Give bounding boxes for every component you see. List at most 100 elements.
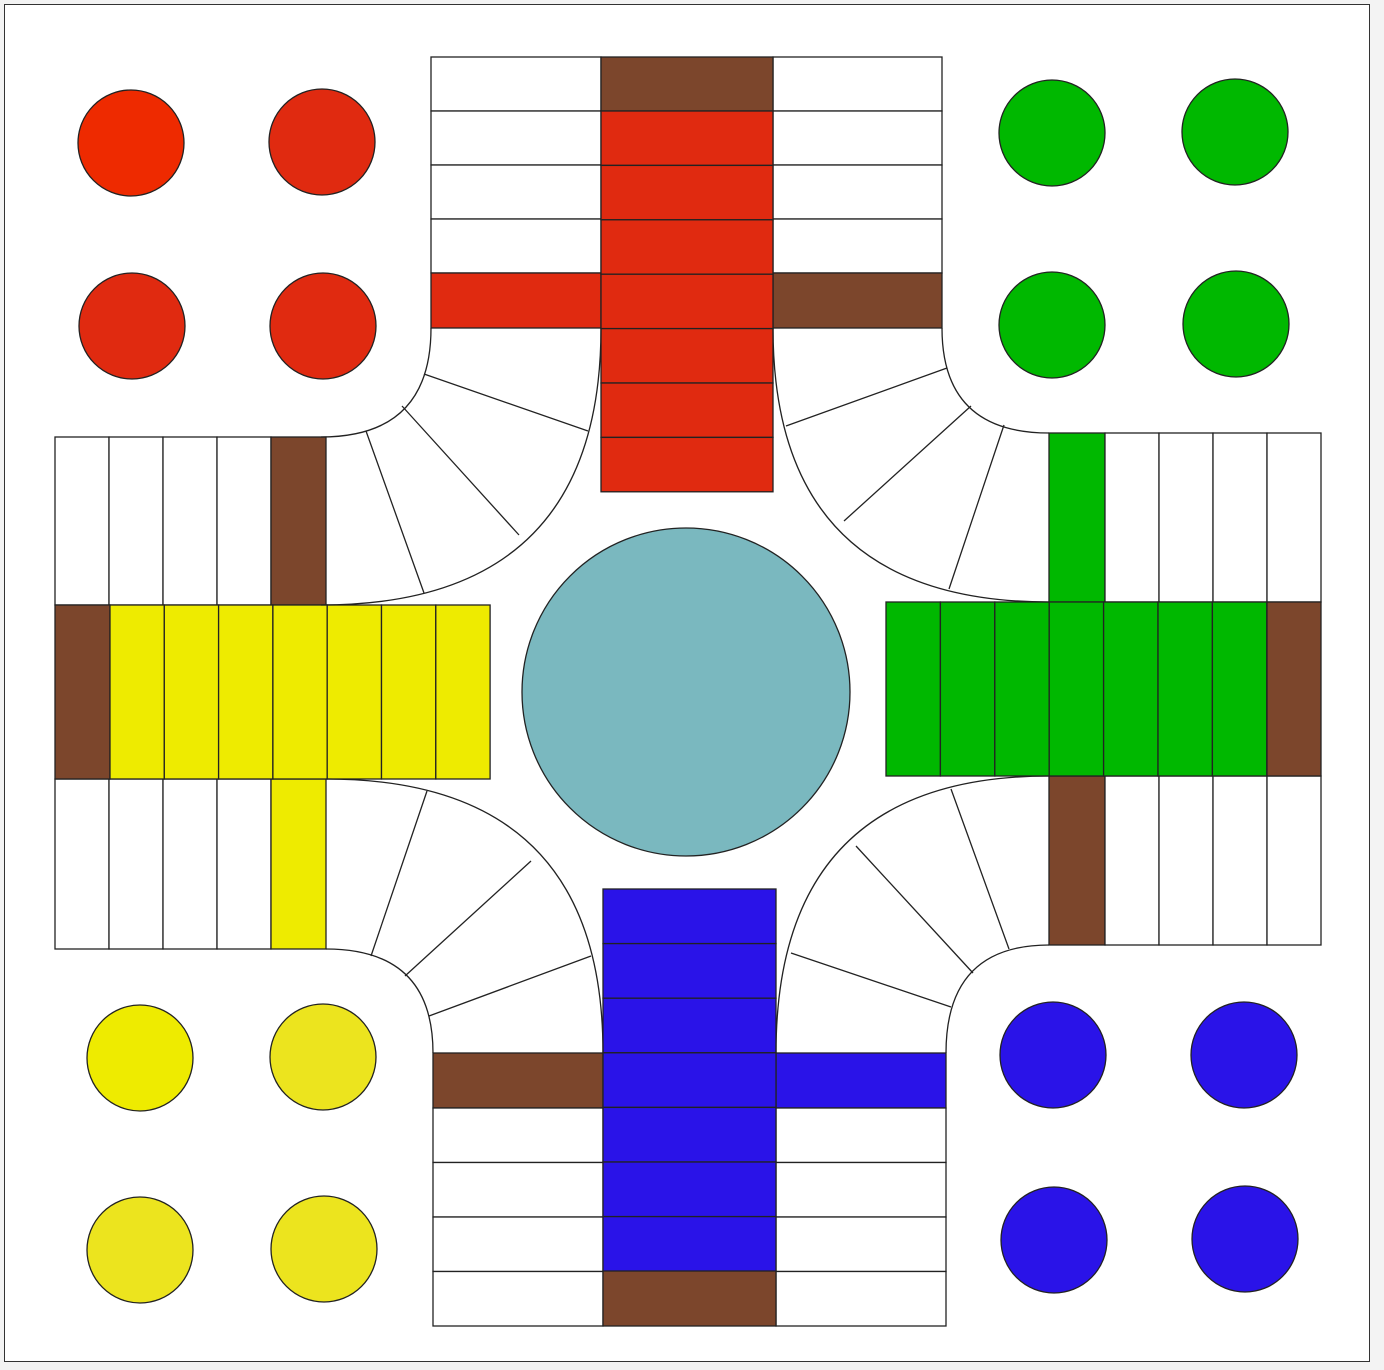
track-cell[interactable] bbox=[773, 57, 942, 111]
yellow-piece[interactable] bbox=[87, 1005, 193, 1111]
blue-home-run-cell[interactable] bbox=[603, 1107, 776, 1162]
corner-cell-divider bbox=[402, 406, 519, 535]
track-cell[interactable] bbox=[433, 1272, 603, 1327]
safe-cell[interactable] bbox=[773, 273, 942, 328]
blue-home-run-cell[interactable] bbox=[603, 889, 776, 944]
corner-outer-curve bbox=[773, 328, 1049, 602]
red-piece[interactable] bbox=[269, 89, 375, 195]
red-start-cell[interactable] bbox=[431, 273, 601, 328]
red-home-run-cell[interactable] bbox=[601, 220, 773, 274]
yellow-home-run-cell[interactable] bbox=[164, 605, 218, 779]
red-piece[interactable] bbox=[270, 273, 376, 379]
track-cell[interactable] bbox=[217, 437, 271, 605]
track-cell[interactable] bbox=[163, 779, 217, 949]
red-piece[interactable] bbox=[79, 273, 185, 379]
green-home-run-cell[interactable] bbox=[995, 602, 1049, 776]
red-home-run-cell[interactable] bbox=[601, 111, 773, 165]
green-start-cell[interactable] bbox=[1049, 433, 1105, 602]
safe-cell[interactable] bbox=[55, 605, 110, 779]
blue-home-run-cell[interactable] bbox=[603, 1217, 776, 1272]
corner-cell-divider bbox=[791, 953, 951, 1007]
track-cell[interactable] bbox=[433, 1163, 603, 1218]
yellow-piece[interactable] bbox=[87, 1197, 193, 1303]
green-piece[interactable] bbox=[1183, 271, 1289, 377]
track-cell[interactable] bbox=[431, 219, 601, 273]
safe-cell[interactable] bbox=[433, 1053, 603, 1108]
track-cell[interactable] bbox=[431, 165, 601, 219]
yellow-home-run-cell[interactable] bbox=[273, 605, 327, 779]
yellow-piece[interactable] bbox=[271, 1196, 377, 1302]
track-cell[interactable] bbox=[773, 111, 942, 165]
track-cell[interactable] bbox=[773, 219, 942, 273]
corner-cell-divider bbox=[949, 425, 1004, 589]
corner-cell-divider bbox=[844, 406, 971, 521]
game-board bbox=[4, 4, 1370, 1362]
green-home-run-cell[interactable] bbox=[1158, 602, 1212, 776]
track-cell[interactable] bbox=[776, 1108, 946, 1163]
green-piece[interactable] bbox=[1182, 79, 1288, 185]
blue-piece[interactable] bbox=[1000, 1002, 1106, 1108]
corner-cell-divider bbox=[371, 791, 427, 956]
track-cell[interactable] bbox=[1267, 433, 1321, 602]
center-goal[interactable] bbox=[522, 528, 850, 856]
blue-piece[interactable] bbox=[1191, 1002, 1297, 1108]
track-cell[interactable] bbox=[1105, 433, 1159, 602]
safe-cell[interactable] bbox=[1049, 776, 1105, 945]
yellow-home-run-cell[interactable] bbox=[219, 605, 273, 779]
red-home-run-cell[interactable] bbox=[601, 274, 773, 328]
yellow-home-run-cell[interactable] bbox=[327, 605, 381, 779]
blue-home-run-cell[interactable] bbox=[603, 998, 776, 1053]
track-cell[interactable] bbox=[1159, 776, 1213, 945]
green-home-run-cell[interactable] bbox=[1049, 602, 1103, 776]
green-home-run-cell[interactable] bbox=[1104, 602, 1158, 776]
green-home-run-cell[interactable] bbox=[940, 602, 994, 776]
track-cell[interactable] bbox=[776, 1163, 946, 1218]
red-home-run-cell[interactable] bbox=[601, 329, 773, 383]
track-cell[interactable] bbox=[1213, 776, 1267, 945]
track-cell[interactable] bbox=[55, 779, 109, 949]
corner-cell-divider bbox=[429, 956, 591, 1016]
safe-cell[interactable] bbox=[603, 1271, 776, 1326]
green-home-run-cell[interactable] bbox=[886, 602, 940, 776]
yellow-start-cell[interactable] bbox=[271, 779, 326, 949]
track-cell[interactable] bbox=[1213, 433, 1267, 602]
yellow-home-run-cell[interactable] bbox=[110, 605, 164, 779]
safe-cell[interactable] bbox=[601, 57, 773, 111]
track-cell[interactable] bbox=[776, 1272, 946, 1327]
track-cell[interactable] bbox=[773, 165, 942, 219]
track-cell[interactable] bbox=[431, 57, 601, 111]
safe-cell[interactable] bbox=[271, 437, 326, 605]
track-cell[interactable] bbox=[55, 437, 109, 605]
red-home-run-cell[interactable] bbox=[601, 383, 773, 437]
track-cell[interactable] bbox=[1159, 433, 1213, 602]
blue-piece[interactable] bbox=[1001, 1187, 1107, 1293]
yellow-piece[interactable] bbox=[270, 1004, 376, 1110]
track-cell[interactable] bbox=[109, 779, 163, 949]
blue-home-run-cell[interactable] bbox=[603, 944, 776, 999]
safe-cell[interactable] bbox=[1267, 602, 1321, 776]
green-piece[interactable] bbox=[999, 272, 1105, 378]
track-cell[interactable] bbox=[433, 1217, 603, 1272]
track-cell[interactable] bbox=[217, 779, 271, 949]
corner-cell-divider bbox=[405, 861, 531, 976]
track-cell[interactable] bbox=[431, 111, 601, 165]
red-piece[interactable] bbox=[78, 90, 184, 196]
blue-start-cell[interactable] bbox=[776, 1053, 946, 1108]
track-cell[interactable] bbox=[1105, 776, 1159, 945]
blue-home-run-cell[interactable] bbox=[603, 1053, 776, 1108]
corner-cell-divider bbox=[786, 368, 947, 426]
red-home-run-cell[interactable] bbox=[601, 165, 773, 219]
green-home-run-cell[interactable] bbox=[1212, 602, 1266, 776]
track-cell[interactable] bbox=[776, 1217, 946, 1272]
blue-home-run-cell[interactable] bbox=[603, 1162, 776, 1217]
red-home-run-cell[interactable] bbox=[601, 437, 773, 491]
corner-outer-curve bbox=[321, 328, 601, 605]
blue-piece[interactable] bbox=[1192, 1186, 1298, 1292]
green-piece[interactable] bbox=[999, 80, 1105, 186]
yellow-home-run-cell[interactable] bbox=[436, 605, 490, 779]
track-cell[interactable] bbox=[163, 437, 217, 605]
track-cell[interactable] bbox=[109, 437, 163, 605]
track-cell[interactable] bbox=[1267, 776, 1321, 945]
yellow-home-run-cell[interactable] bbox=[382, 605, 436, 779]
track-cell[interactable] bbox=[433, 1108, 603, 1163]
